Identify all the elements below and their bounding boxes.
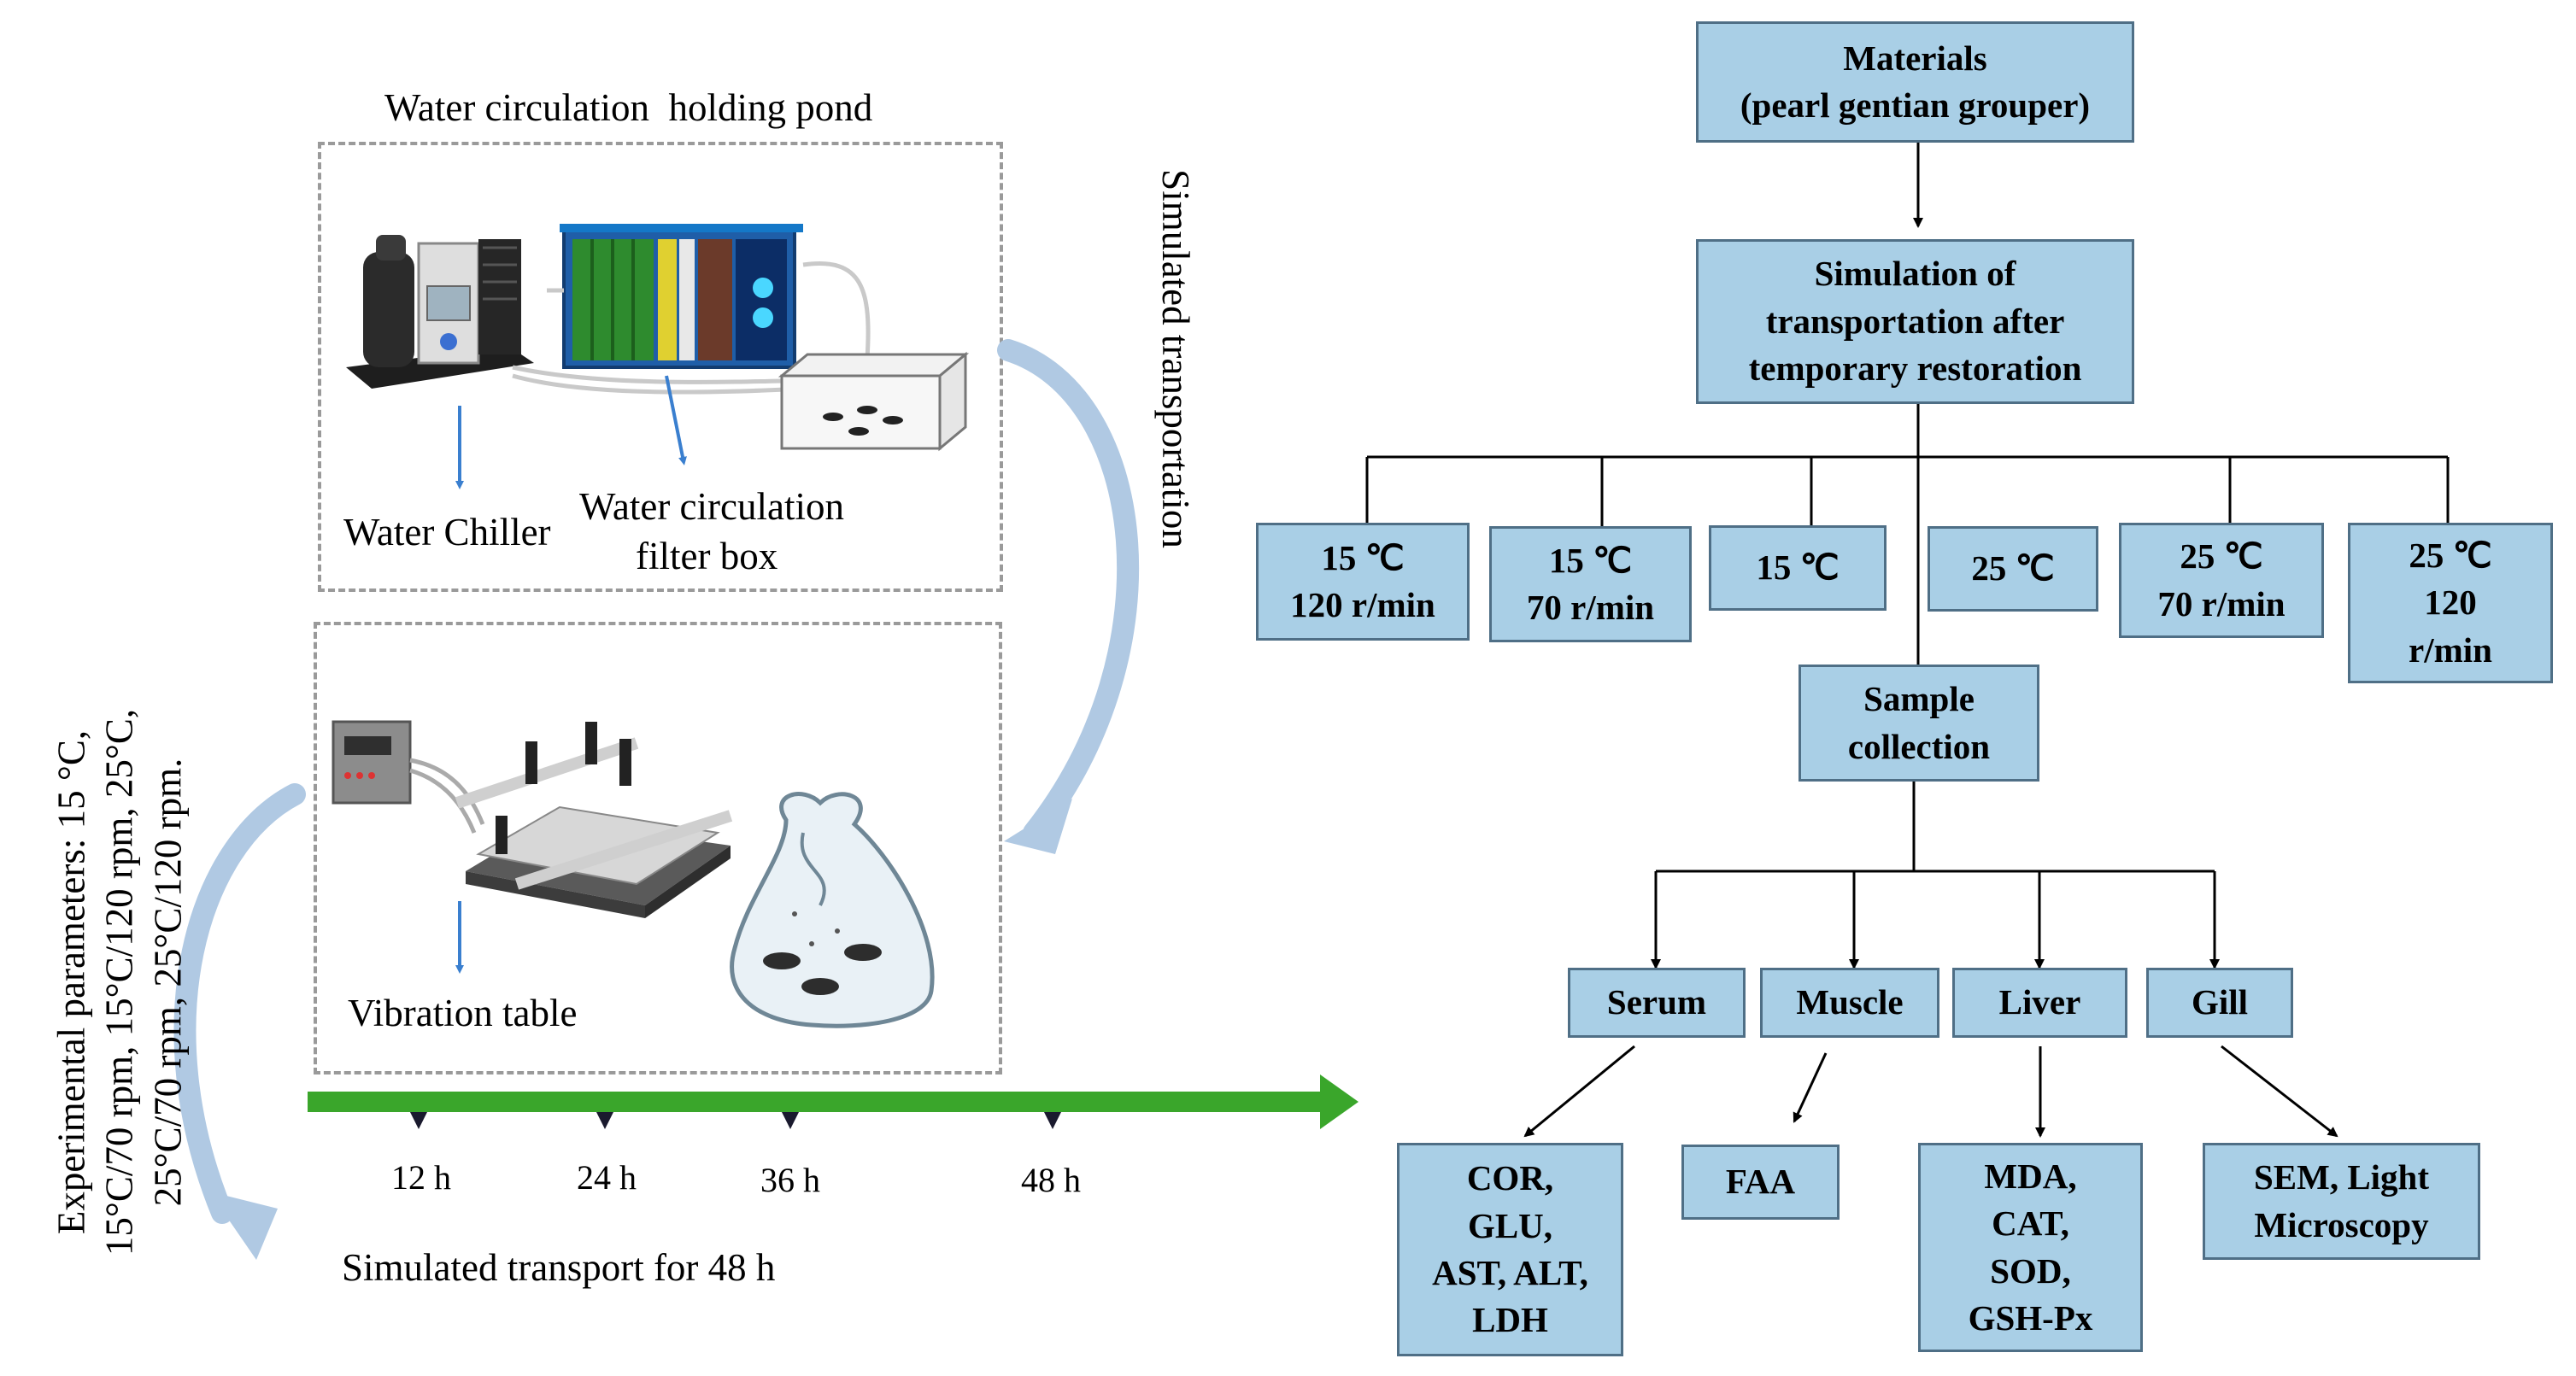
tick-label-24h: 24 h xyxy=(577,1158,637,1197)
assay-box-muscle: FAA xyxy=(1681,1145,1840,1220)
bottom-caption: Simulated transport for 48 h xyxy=(342,1246,776,1289)
vibration-table-label: Vibration table xyxy=(348,992,578,1034)
tissue-box-muscle: Muscle xyxy=(1760,968,1939,1038)
tick-marker-12h xyxy=(410,1112,427,1129)
tick-marker-24h xyxy=(596,1112,613,1129)
water-chiller-label: Water Chiller xyxy=(343,511,551,553)
water-pipes xyxy=(512,261,871,395)
group-box-4: 25 ℃ xyxy=(1928,526,2098,612)
tissue-box-gill: Gill xyxy=(2146,968,2293,1038)
filter-box-illustration xyxy=(560,224,803,369)
tick-label-36h: 36 h xyxy=(760,1161,820,1199)
pointer-arrows xyxy=(455,375,687,974)
tick-marker-48h xyxy=(1044,1112,1061,1129)
group-box-5: 25 ℃ 70 r/min xyxy=(2119,523,2324,638)
fish-bag-illustration xyxy=(730,792,935,1028)
materials-box: Materials (pearl gentian grouper) xyxy=(1696,21,2134,143)
group-box-1: 15 ℃ 120 r/min xyxy=(1256,523,1470,641)
sample-collection-box: Sample collection xyxy=(1799,665,2039,782)
water-chiller-illustration xyxy=(346,235,534,389)
curved-arrows xyxy=(173,339,1139,1260)
fish-tank-illustration xyxy=(777,351,970,452)
assay-box-serum: COR, GLU, AST, ALT, LDH xyxy=(1397,1143,1623,1356)
filter-box-label-line1: Water circulation xyxy=(579,485,844,528)
group-box-6: 25 ℃ 120 r/min xyxy=(2348,523,2553,683)
tissue-box-serum: Serum xyxy=(1568,968,1746,1038)
tick-marker-36h xyxy=(782,1112,799,1129)
holding-pond-title: Water circulation holding pond xyxy=(384,86,873,129)
assay-box-gill: SEM, Light Microscopy xyxy=(2203,1143,2480,1260)
vibration-table-frame xyxy=(314,622,1002,1074)
group-box-3: 15 ℃ xyxy=(1709,525,1887,611)
group-box-2: 15 ℃ 70 r/min xyxy=(1489,526,1692,642)
timeline-arrow xyxy=(308,1074,1358,1129)
holding-pond-frame xyxy=(318,142,1003,592)
tick-label-12h: 12 h xyxy=(391,1158,451,1197)
tissue-box-liver: Liver xyxy=(1952,968,2127,1038)
filter-box-label-line2: filter box xyxy=(636,535,778,577)
tick-label-48h: 48 h xyxy=(1021,1161,1081,1199)
assay-box-liver: MDA, CAT, SOD, GSH-Px xyxy=(1918,1143,2143,1352)
simulation-box: Simulation of transportation after tempo… xyxy=(1696,239,2134,404)
vibration-table-illustration xyxy=(332,720,733,918)
